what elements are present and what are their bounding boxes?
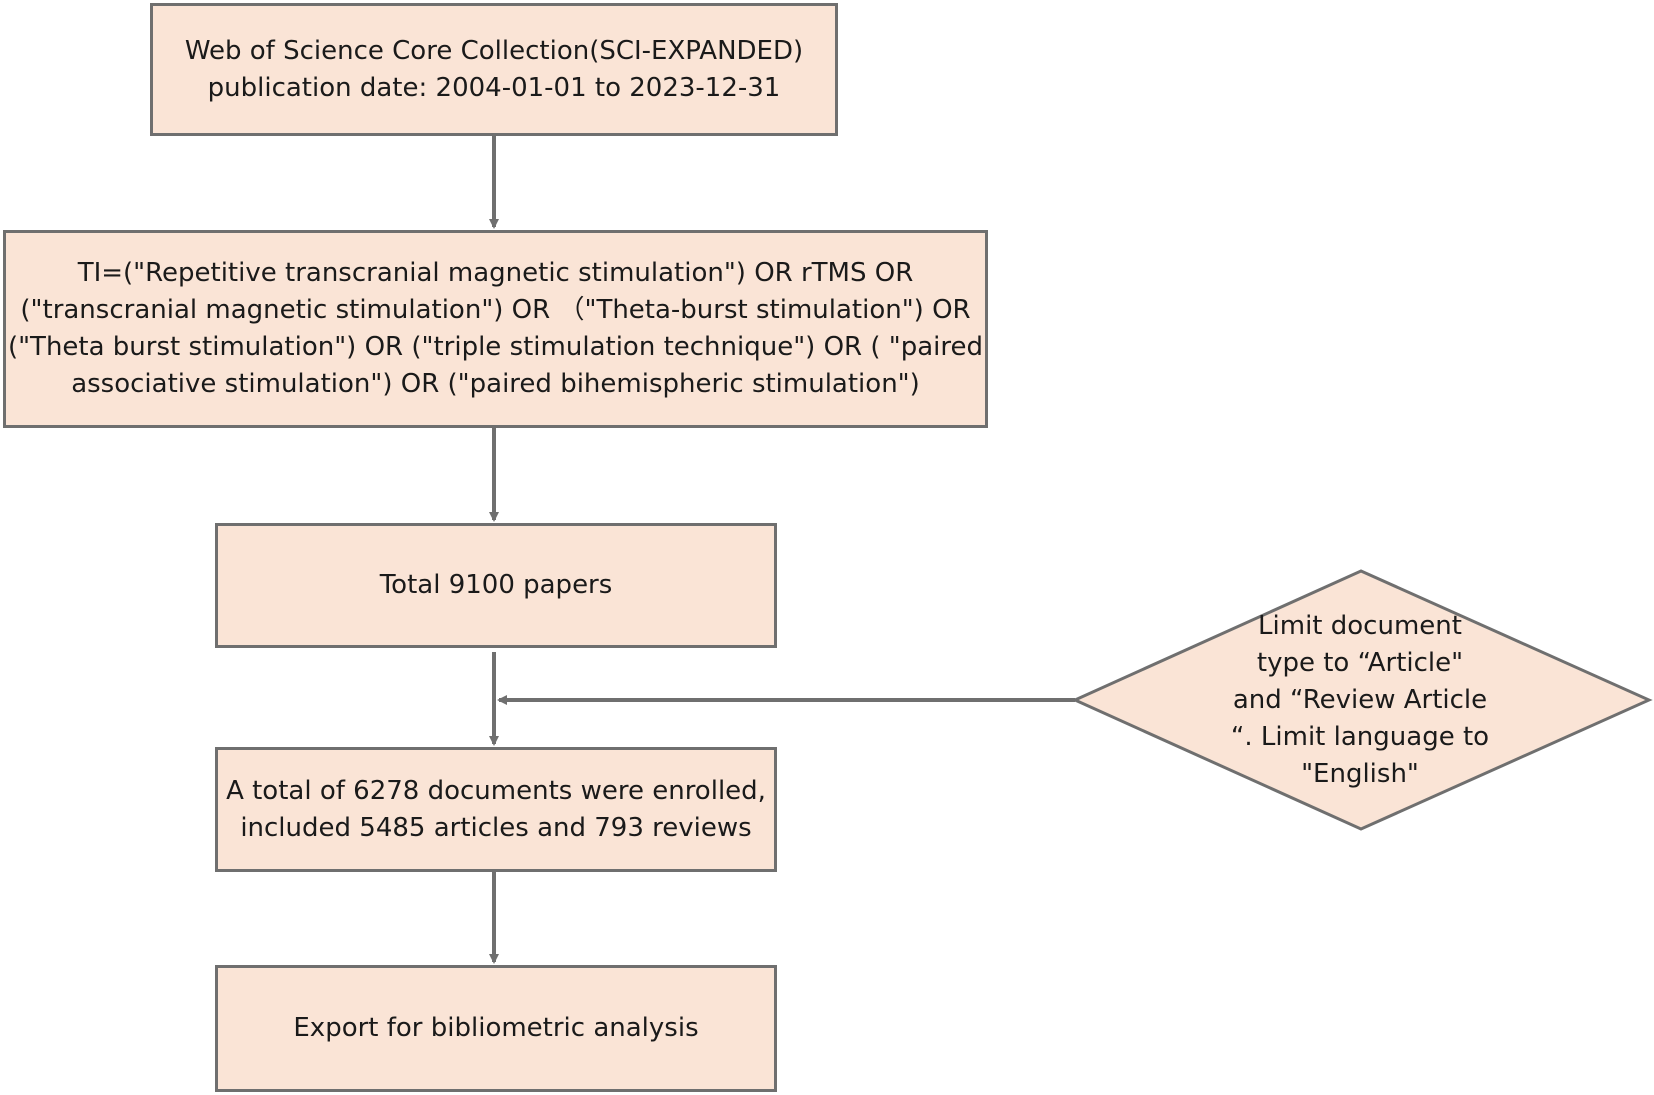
filter-line-2: type to “Article" xyxy=(1256,648,1464,678)
total-line-1: Total 9100 papers xyxy=(379,570,613,600)
export-line-1: Export for bibliometric analysis xyxy=(293,1013,699,1043)
query-line-3: ("Theta burst stimulation") OR ("triple … xyxy=(7,332,984,362)
enrolled-documents-box: A total of 6278 documents were enrolled,… xyxy=(215,747,777,872)
filter-line-3: and “Review Article xyxy=(1232,685,1488,715)
query-line-2: ("transcranial magnetic stimulation") OR… xyxy=(20,295,971,325)
source-database-box: Web of Science Core Collection(SCI-EXPAN… xyxy=(150,3,838,136)
enrolled-line-2: included 5485 articles and 793 reviews xyxy=(240,812,752,843)
query-line-4: associative stimulation") OR ("paired bi… xyxy=(71,369,920,399)
export-analysis-box: Export for bibliometric analysis xyxy=(215,965,777,1092)
filter-diamond xyxy=(1071,569,1653,831)
total-papers-box: Total 9100 papers xyxy=(215,523,777,648)
source-line-1: Web of Science Core Collection(SCI-EXPAN… xyxy=(184,35,804,66)
source-line-2: publication date: 2004-01-01 to 2023-12-… xyxy=(207,72,781,103)
search-query-box: TI=("Repetitive transcranial magnetic st… xyxy=(3,230,988,428)
filter-criteria-text: Limit document type to “Article" and “Re… xyxy=(1170,608,1550,793)
filter-line-1: Limit document xyxy=(1258,611,1462,641)
filter-line-4: “. Limit language to xyxy=(1230,722,1490,752)
enrolled-line-1: A total of 6278 documents were enrolled, xyxy=(226,775,766,806)
query-line-1: TI=("Repetitive transcranial magnetic st… xyxy=(77,258,914,288)
filter-line-5: "English" xyxy=(1301,759,1419,789)
